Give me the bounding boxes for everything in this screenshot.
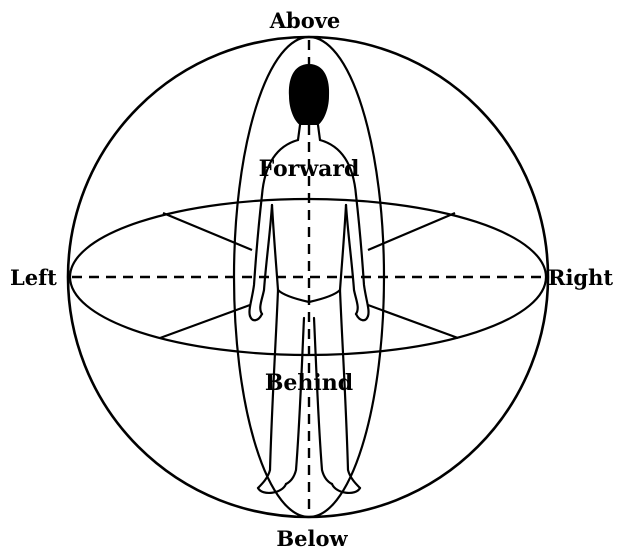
label-right: Right <box>548 265 613 290</box>
label-behind: Behind <box>265 370 353 396</box>
label-below: Below <box>276 526 348 551</box>
figure-head <box>289 64 329 125</box>
label-left: Left <box>10 265 57 290</box>
label-forward: Forward <box>259 156 360 182</box>
label-above: Above <box>269 8 341 33</box>
